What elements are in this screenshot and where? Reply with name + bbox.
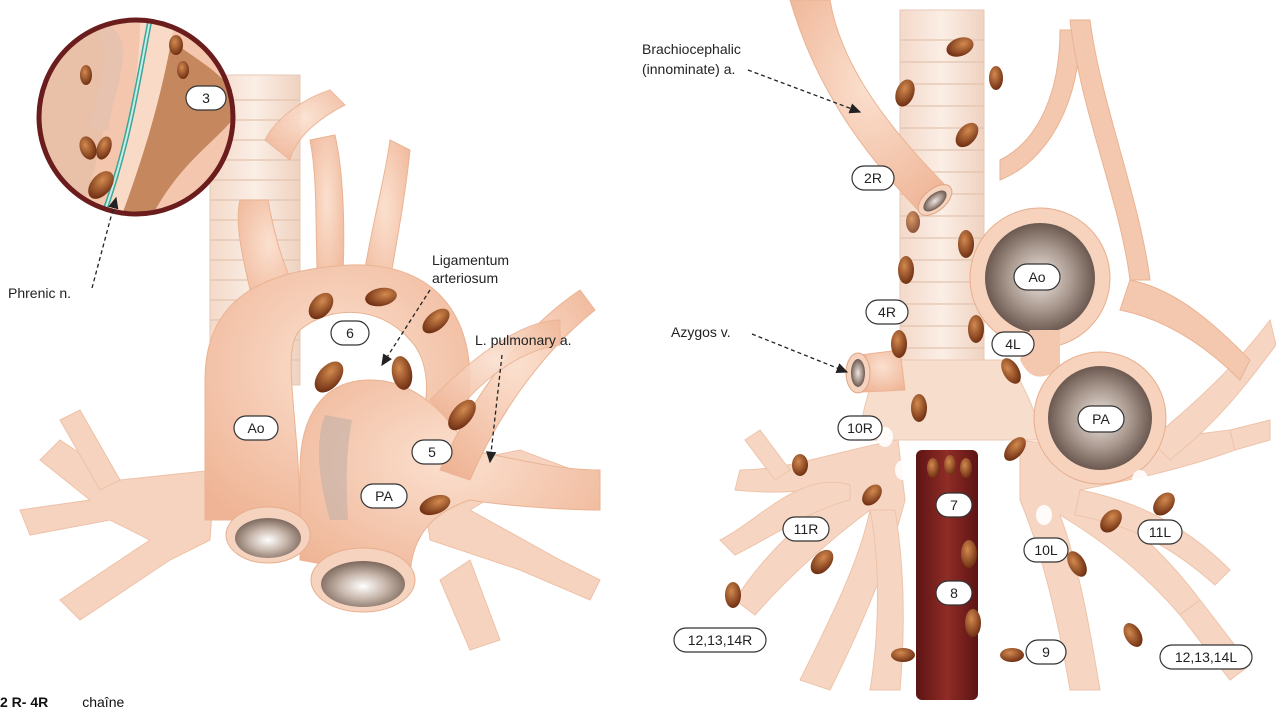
esophagus	[916, 450, 978, 700]
station-10L: 10L	[1034, 542, 1058, 558]
brachiocephalic-label-line2: (innominate) a.	[642, 61, 735, 77]
label-ao-right: Ao	[1028, 269, 1045, 285]
station-4R: 4R	[878, 304, 896, 320]
station-2R: 2R	[864, 170, 882, 186]
label-pa-right: PA	[1092, 411, 1110, 427]
station-6: 6	[346, 325, 354, 341]
station-9: 9	[1042, 644, 1050, 660]
caption: 2 R- 4R chaîne	[0, 694, 124, 710]
label-ao-left: Ao	[247, 420, 264, 436]
station-12R: 12,13,14R	[688, 632, 753, 648]
station-11R: 11R	[794, 521, 819, 537]
phrenic-label: Phrenic n.	[8, 285, 71, 301]
right-figure: Brachiocephalic (innominate) a. Azygos v…	[642, 0, 1276, 700]
brachiocephalic-label-line1: Brachiocephalic	[642, 41, 741, 57]
station-5: 5	[428, 444, 436, 460]
ligamentum-label-line1: Ligamentum	[432, 252, 509, 268]
station-4L: 4L	[1005, 336, 1021, 352]
caption-bold: 2 R- 4R	[0, 694, 48, 710]
label-pa-left: PA	[375, 488, 393, 504]
azygos-label: Azygos v.	[671, 324, 731, 340]
station-11L: 11L	[1149, 524, 1172, 540]
left-figure: Phrenic n. Ligamentum arteriosum L. pulm…	[8, 20, 600, 650]
pulmonary-label: L. pulmonary a.	[475, 332, 572, 348]
caption-text: chaîne	[82, 694, 124, 710]
station-10R: 10R	[847, 420, 873, 436]
ligamentum-label-line2: arteriosum	[432, 270, 498, 286]
station-12L: 12,13,14L	[1175, 649, 1237, 665]
station-8: 8	[950, 585, 958, 601]
station-7: 7	[950, 497, 958, 513]
station-3: 3	[202, 90, 210, 106]
